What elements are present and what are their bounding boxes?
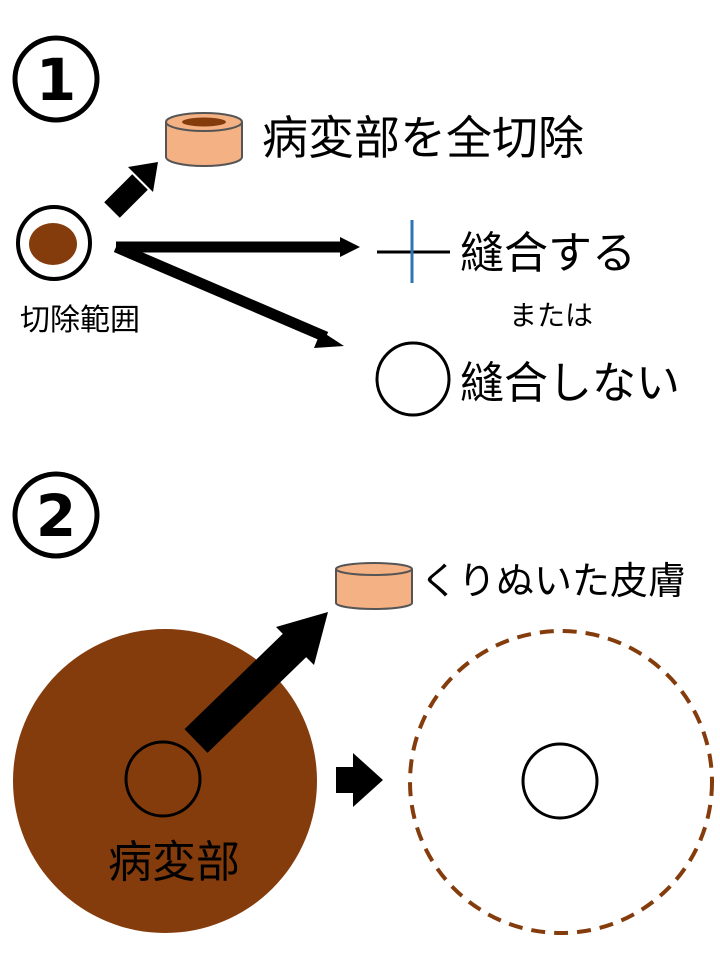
suture-label: 縫合する — [460, 228, 636, 279]
arrow-to-result — [336, 753, 383, 807]
open-wound-circle-icon — [375, 341, 451, 417]
section-2-number-badge: 2 — [12, 471, 100, 559]
arrow-to-no-suture — [113, 241, 344, 348]
punch-site-circle-icon — [124, 740, 202, 818]
lesion-label: 病変部 — [108, 837, 240, 888]
punched-hole-circle-icon — [521, 742, 599, 820]
arrow-to-excised-tissue — [104, 162, 158, 218]
section-2: 2 くりぬいた皮膚 病変部 — [12, 471, 714, 935]
section-1: 1 切除範囲 病変部を全切除 — [12, 35, 680, 417]
excision-lesion-dot — [29, 223, 77, 265]
punched-skin-cylinder-icon — [335, 562, 413, 610]
section-1-number-badge: 1 — [12, 35, 100, 123]
full-excision-label: 病変部を全切除 — [262, 111, 584, 165]
section-1-number: 1 — [36, 46, 76, 114]
excised-tissue-cylinder-icon — [165, 112, 243, 167]
arrow-to-suture — [116, 237, 360, 257]
arrow-to-punched-skin — [184, 612, 328, 753]
section-2-number: 2 — [36, 482, 76, 550]
excision-range-label: 切除範囲 — [20, 303, 140, 338]
excision-range-icon — [16, 205, 92, 281]
no-suture-label: 縫合しない — [460, 358, 680, 409]
punched-skin-label: くりぬいた皮膚 — [420, 559, 686, 603]
or-label: または — [509, 299, 593, 332]
suture-symbol-icon — [377, 220, 450, 283]
